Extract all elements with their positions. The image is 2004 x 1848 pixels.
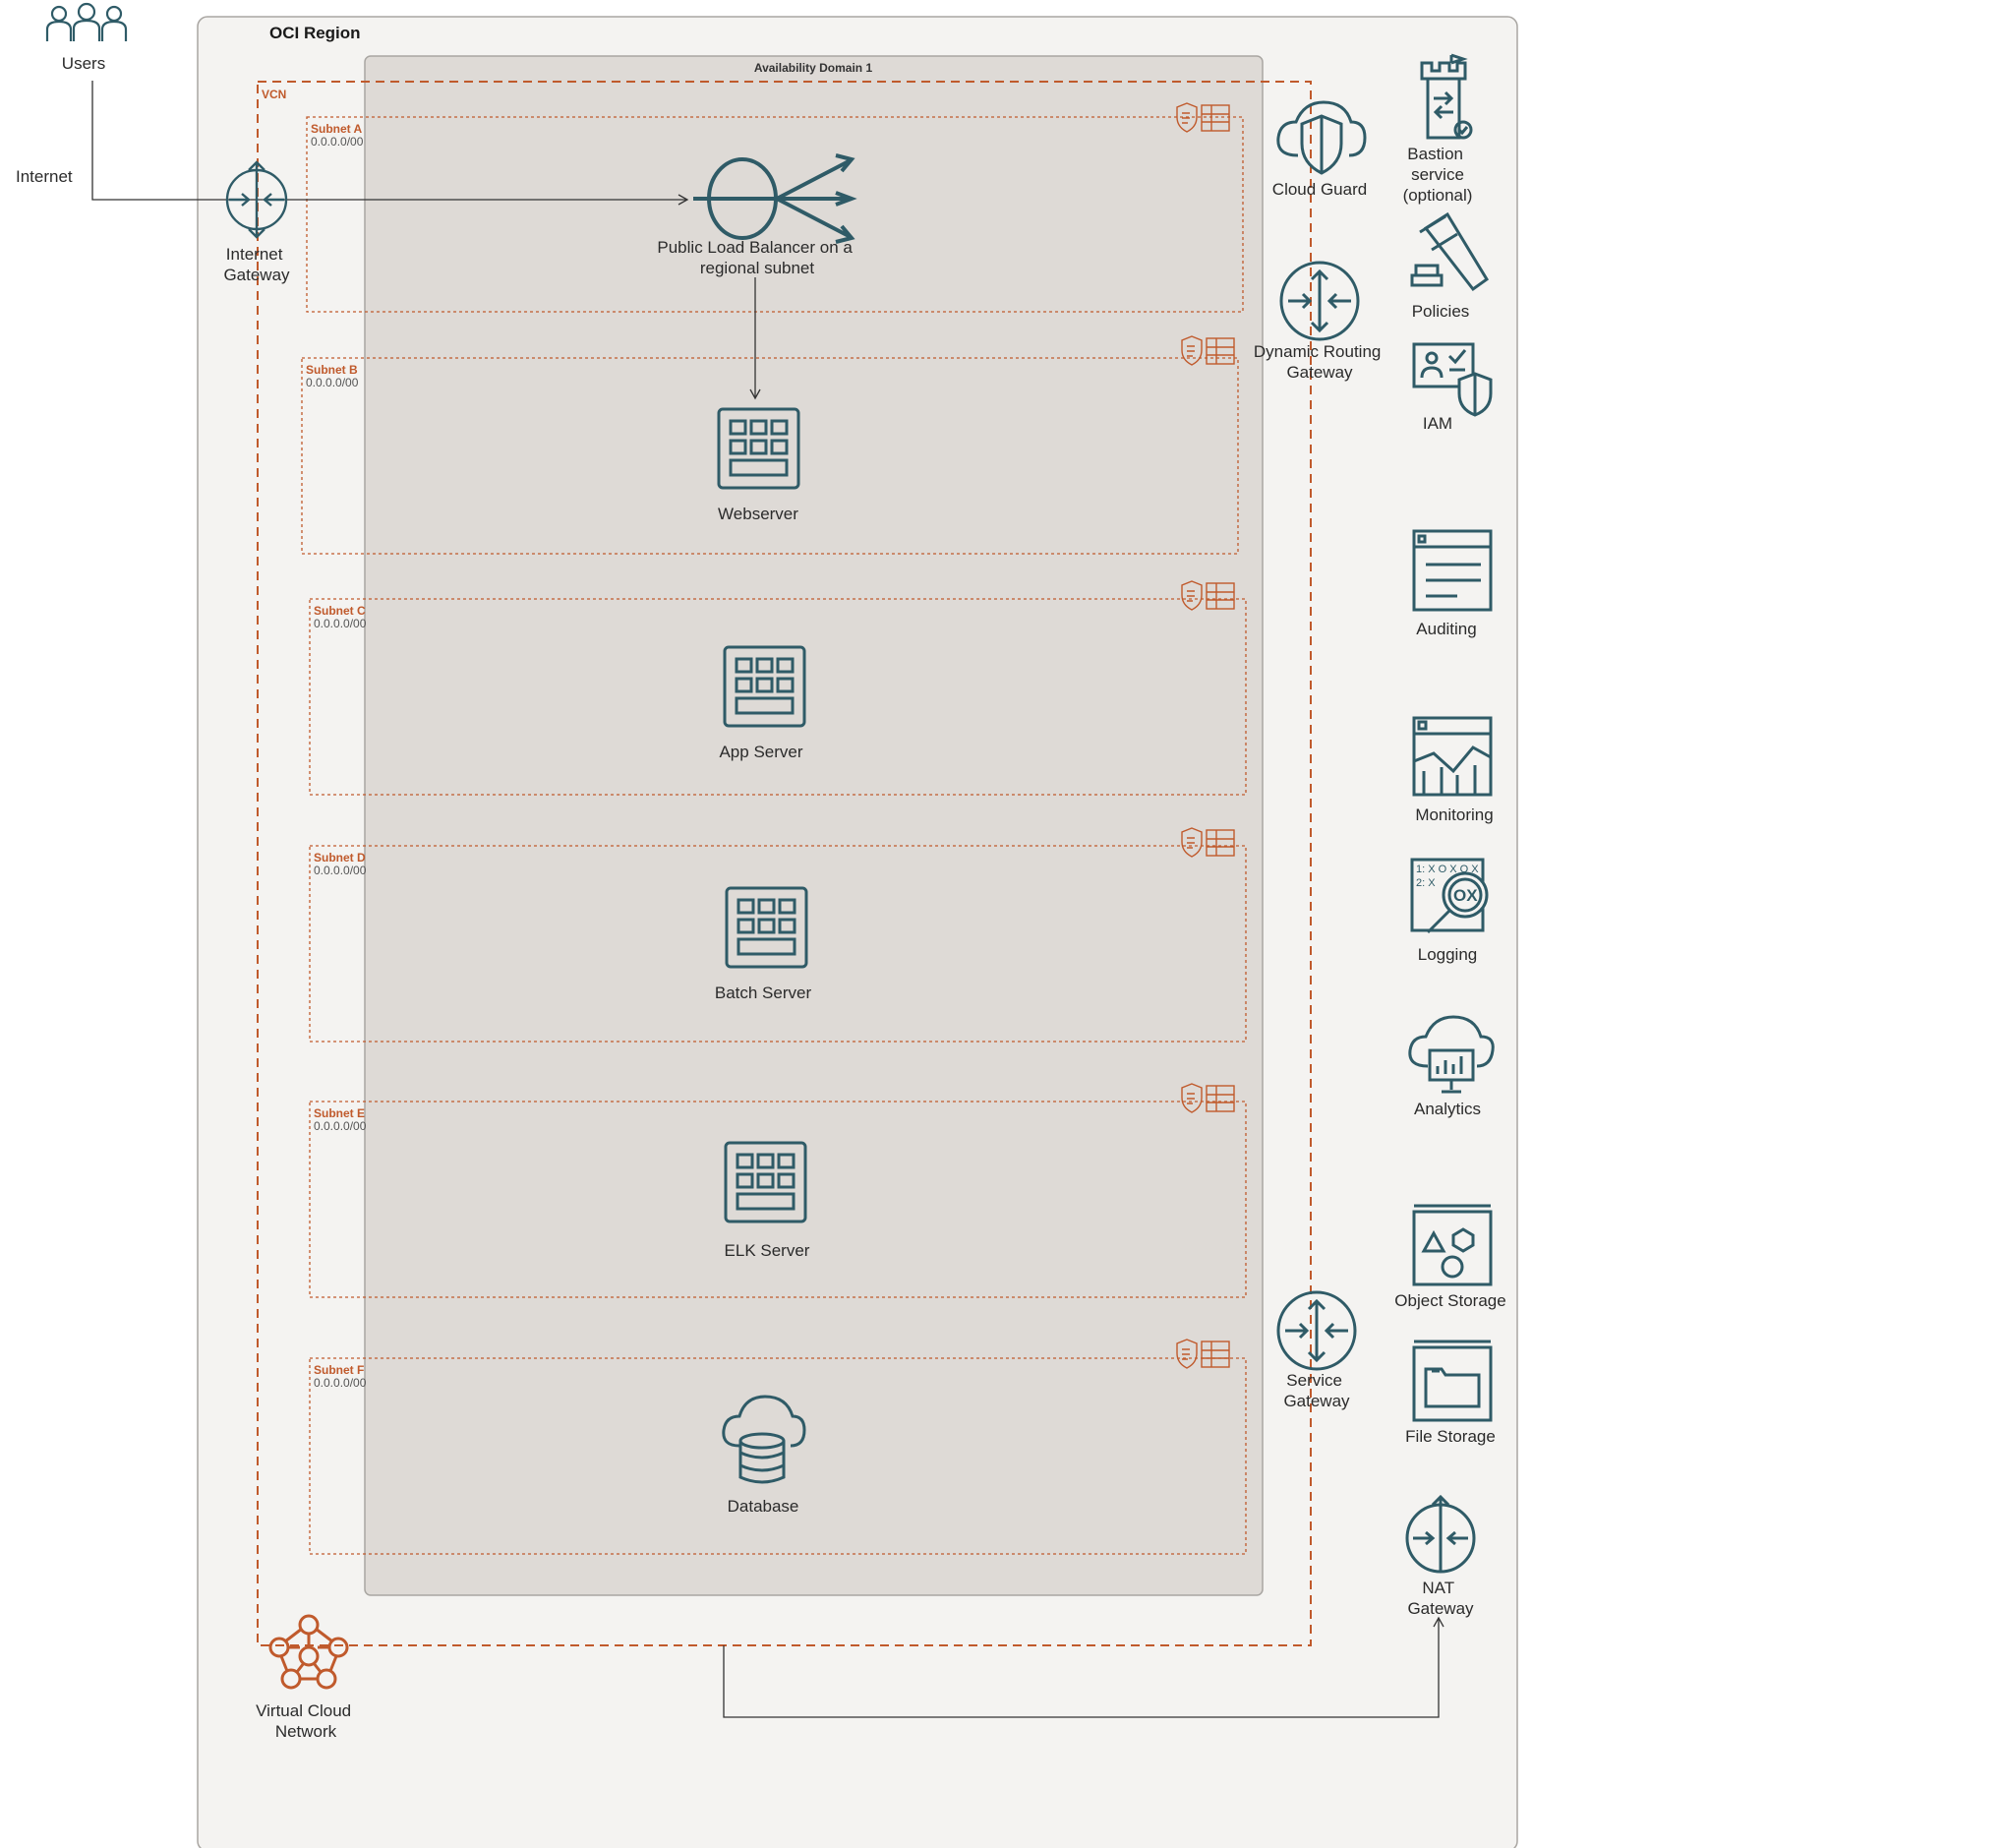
file-storage-label: File Storage [1405, 1427, 1496, 1446]
subnet-name: Subnet C [314, 604, 366, 618]
vcn-icon-label: Virtual Cloud Network [256, 1701, 356, 1741]
subnet-cidr: 0.0.0.0/00 [314, 1376, 367, 1390]
batch-server-label: Batch Server [715, 984, 812, 1002]
svg-text:2: X: 2: X [1416, 877, 1436, 889]
analytics-icon [1408, 1015, 1495, 1094]
file-storage-icon [1412, 1340, 1493, 1422]
logging-icon: 1: X O X O X 2: X OX [1410, 858, 1489, 934]
users-to-lb-line [91, 81, 686, 201]
cloud-guard-icon [1276, 100, 1367, 175]
app-server-icon [723, 645, 806, 728]
nat-gateway-icon [1405, 1494, 1476, 1574]
arrowhead [1433, 1616, 1444, 1628]
subnet-name: Subnet F [314, 1363, 364, 1377]
subnet-name: Subnet E [314, 1106, 365, 1120]
subnet-cidr: 0.0.0.0/00 [311, 135, 364, 149]
cloud-guard-label: Cloud Guard [1272, 180, 1367, 199]
subnet-d: Subnet D 0.0.0.0/00 [309, 845, 1247, 1043]
subnet-b: Subnet B 0.0.0.0/00 [301, 357, 1239, 555]
load-balancer-label: Public Load Balancer on a regional subne… [657, 238, 856, 277]
vcn-box [257, 81, 1312, 1646]
object-storage-icon [1412, 1204, 1493, 1286]
monitoring-icon [1412, 716, 1493, 797]
connectors [91, 81, 1444, 1718]
security-list-icon [1181, 335, 1235, 366]
security-list-icon [1181, 580, 1235, 611]
vcn-to-nat-line [723, 1619, 1440, 1718]
label-line: Public Load Balancer on a [657, 238, 853, 257]
label-line: NAT [1422, 1579, 1453, 1597]
subnet-cidr: 0.0.0.0/00 [314, 617, 367, 630]
internet-label: Internet [16, 167, 73, 186]
bastion-label: Bastion service (optional) [1403, 145, 1473, 205]
iam-label: IAM [1423, 414, 1452, 433]
security-list-icons [1176, 102, 1235, 1369]
label-line: Gateway [1286, 363, 1353, 382]
arrowhead [749, 388, 761, 400]
subnet-f: Subnet F 0.0.0.0/00 [309, 1357, 1247, 1555]
label-line: Gateway [223, 266, 290, 284]
label-line: Internet [226, 245, 283, 264]
bastion-icon [1420, 53, 1473, 140]
internet-gateway-icon [225, 160, 288, 239]
users-label: Users [62, 54, 105, 73]
subnet-name: Subnet D [314, 851, 366, 864]
virtual-cloud-network-icon [268, 1614, 349, 1690]
label-line: Virtual Cloud [256, 1701, 351, 1720]
security-list-icon [1176, 102, 1230, 133]
app-server-label: App Server [719, 743, 802, 761]
service-gateway-icon [1276, 1290, 1357, 1371]
label-line: service [1411, 165, 1464, 184]
subnet-c: Subnet C 0.0.0.0/00 [309, 598, 1247, 796]
availability-domain-box [364, 55, 1264, 1596]
label-line: Service [1286, 1371, 1342, 1390]
label-line: Network [275, 1722, 337, 1741]
subnet-name: Subnet B [306, 363, 358, 377]
drg-label: Dynamic Routing Gateway [1254, 342, 1385, 382]
label-line: Dynamic Routing [1254, 342, 1381, 361]
label-line: (optional) [1403, 186, 1473, 205]
webserver-icon [717, 407, 800, 490]
internet-gateway-label: Internet Gateway [223, 245, 290, 284]
label-line: Gateway [1283, 1392, 1350, 1410]
subnet-e: Subnet E 0.0.0.0/00 [309, 1101, 1247, 1298]
subnet-name: Subnet A [311, 122, 363, 136]
security-list-icon [1176, 1339, 1230, 1369]
policies-label: Policies [1412, 302, 1470, 321]
arrowhead [678, 194, 689, 206]
webserver-label: Webserver [718, 505, 798, 523]
availability-domain-title: Availability Domain 1 [754, 61, 873, 75]
label-line: Bastion [1407, 145, 1463, 163]
security-list-icon [1181, 1083, 1235, 1113]
security-list-icon [1181, 827, 1235, 858]
auditing-label: Auditing [1416, 620, 1476, 638]
elk-server-icon [724, 1141, 807, 1223]
elk-server-label: ELK Server [725, 1241, 810, 1260]
subnet-cidr: 0.0.0.0/00 [314, 864, 367, 877]
users-icon [45, 2, 128, 41]
label-line: Gateway [1407, 1599, 1474, 1618]
batch-server-icon [725, 886, 808, 969]
nat-gateway-label: NAT Gateway [1407, 1579, 1474, 1618]
logging-label: Logging [1418, 945, 1478, 964]
service-gateway-label: Service Gateway [1283, 1371, 1350, 1410]
oci-region-title: OCI Region [269, 24, 361, 42]
analytics-label: Analytics [1414, 1100, 1481, 1118]
subnet-a: Subnet A 0.0.0.0/00 [306, 116, 1244, 313]
policies-icon [1410, 211, 1490, 292]
dynamic-routing-gateway-icon [1279, 261, 1360, 341]
svg-text:OX: OX [1453, 886, 1478, 905]
label-line: regional subnet [700, 259, 815, 277]
monitoring-label: Monitoring [1415, 805, 1493, 824]
object-storage-label: Object Storage [1394, 1291, 1505, 1310]
database-icon [722, 1395, 806, 1484]
subnet-cidr: 0.0.0.0/00 [306, 376, 359, 389]
load-balancer-icon [693, 153, 857, 244]
iam-icon [1412, 342, 1493, 417]
subnet-cidr: 0.0.0.0/00 [314, 1119, 367, 1133]
database-label: Database [728, 1497, 799, 1516]
vcn-title: VCN [262, 88, 286, 101]
auditing-icon [1412, 529, 1493, 612]
